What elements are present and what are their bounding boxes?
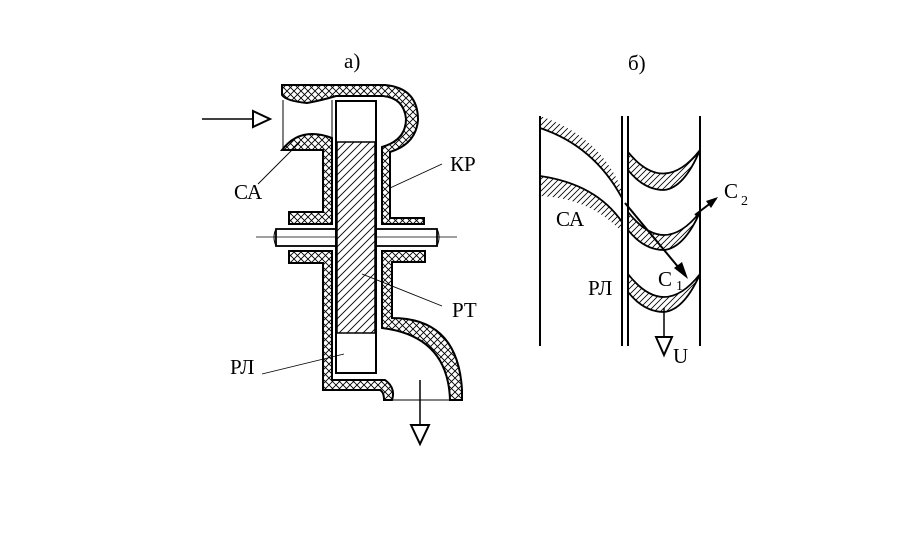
velocity-c2-arrow — [694, 197, 718, 216]
left-upper-wall — [279, 133, 333, 225]
nozzle-blade-edge — [539, 175, 623, 223]
upper-casing — [281, 84, 425, 225]
rotor-blade — [627, 271, 701, 313]
rotor-blade — [627, 209, 701, 251]
figure-b: б) СА РЛ С 1 С — [539, 51, 748, 368]
nozzle-blade — [540, 176, 622, 232]
label-kr: КР — [450, 152, 476, 176]
rotor-disk — [335, 100, 377, 374]
label-rl-b: РЛ — [588, 276, 612, 300]
rl-leader — [261, 353, 345, 375]
label-c2: С — [724, 179, 738, 203]
label-sa: СА — [234, 180, 263, 204]
label-u: U — [673, 344, 688, 368]
inlet-arrow — [202, 109, 273, 129]
velocity-u-arrow — [654, 308, 674, 358]
figure-a: а) — [202, 49, 477, 447]
label-rl: РЛ — [230, 355, 254, 379]
label-sa-b: СА — [556, 207, 585, 231]
rt-leader — [361, 273, 443, 307]
nozzle-blade-edge — [539, 127, 623, 199]
velocity-c1-arrow — [624, 202, 688, 279]
rotor-blade — [627, 149, 701, 191]
exhaust-arrow — [409, 380, 431, 447]
kr-leader — [389, 163, 443, 189]
label-c2-sub: 2 — [741, 194, 748, 209]
exhaust-casing — [381, 250, 463, 401]
figure-b-title: б) — [628, 51, 646, 75]
figure-a-title: а) — [344, 49, 360, 73]
label-c1-sub: 1 — [676, 279, 683, 294]
label-c1: С — [658, 267, 672, 291]
sa-leader — [257, 141, 301, 185]
label-rt: РТ — [452, 298, 477, 322]
